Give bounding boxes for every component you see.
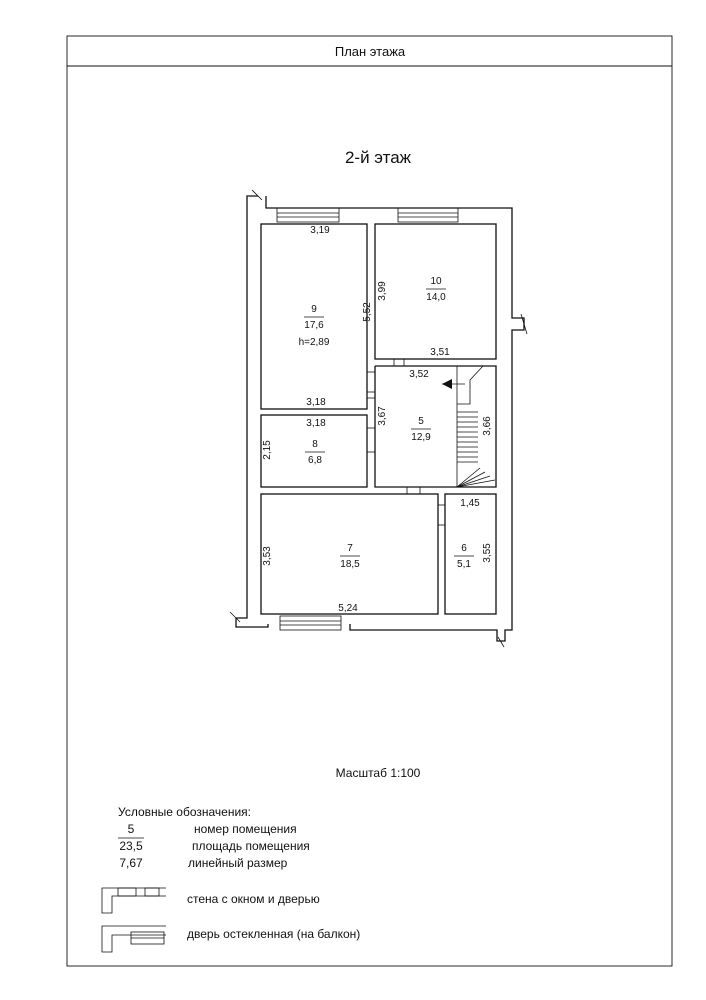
legend-sample-number: 5	[128, 822, 135, 836]
room-6-dim-top: 1,45	[460, 498, 480, 509]
stair-winder	[456, 475, 491, 488]
room-8-dim-top: 3,18	[306, 418, 326, 429]
room-8-area: 6,8	[308, 455, 322, 466]
windows	[276, 207, 459, 631]
room-10-dim-bottom: 3,51	[430, 347, 450, 358]
room-7-number: 7	[347, 543, 353, 554]
room-7-dim-side: 3,53	[262, 546, 273, 566]
room-6-number: 6	[461, 543, 467, 554]
legend-text-wall-window-door: стена с окном и дверью	[187, 892, 320, 906]
legend-sample-area: 23,5	[119, 839, 143, 853]
room-9-dim-bottom: 3,18	[306, 397, 326, 408]
room-7-area: 18,5	[340, 559, 360, 570]
room-labels: 9 17,6 h=2,89 3,19 5,52 3,18 10 14,0 3,9…	[262, 225, 493, 614]
legend-symbol-wall-window-door	[101, 887, 166, 914]
room-8-dim-side: 2,15	[262, 440, 273, 460]
stair-arrow-head	[442, 379, 452, 389]
legend-sample-dimension: 7,67	[119, 856, 143, 870]
room-7-dim-bottom: 5,24	[338, 603, 358, 614]
staircase	[442, 365, 496, 488]
room-5-area: 12,9	[411, 432, 431, 443]
room-5-number: 5	[418, 416, 424, 427]
sheet-frame	[66, 35, 673, 967]
window-room-10	[397, 207, 459, 223]
room-5-dim-right: 3,66	[482, 416, 493, 436]
room-5-dim-left: 3,67	[377, 406, 388, 426]
room-9-area: 17,6	[304, 320, 324, 331]
room-8-number: 8	[312, 439, 318, 450]
room-6-dim-side: 3,55	[482, 543, 493, 563]
doors	[367, 359, 445, 526]
room-10-dim-side: 3,99	[377, 281, 388, 301]
room-6	[444, 493, 497, 615]
window-room-7	[279, 615, 342, 631]
window-room-9	[276, 207, 340, 223]
floor-label: 2-й этаж	[345, 148, 412, 167]
room-8	[260, 414, 368, 488]
room-9	[260, 223, 368, 410]
stair-winder	[456, 467, 481, 488]
legend-text-glazed-door: дверь остекленная (на балкон)	[187, 927, 360, 941]
room-10	[374, 223, 497, 360]
stair-winder	[456, 479, 496, 488]
room-5-dim-top: 3,52	[409, 369, 429, 380]
legend-text-dimension: линейный размер	[188, 856, 288, 870]
rooms	[260, 223, 497, 615]
room-9-dim-side: 5,52	[362, 302, 373, 322]
legend: Условные обозначения: 5 номер помещения …	[101, 805, 360, 953]
room-9-height: h=2,89	[299, 337, 330, 348]
legend-symbol-glazed-door	[101, 925, 166, 953]
room-10-area: 14,0	[426, 292, 446, 303]
exterior-walls	[229, 189, 528, 648]
sheet-title: План этажа	[335, 44, 406, 59]
room-7	[260, 493, 439, 615]
legend-text-number: номер помещения	[194, 822, 297, 836]
room-6-area: 5,1	[457, 559, 471, 570]
room-9-number: 9	[311, 304, 317, 315]
room-9-dim-top: 3,19	[310, 225, 330, 236]
stair-winder	[456, 471, 486, 488]
scale-label: Масштаб 1:100	[336, 766, 421, 780]
room-5	[374, 365, 497, 488]
legend-title: Условные обозначения:	[118, 805, 251, 819]
legend-text-area: площадь помещения	[192, 839, 310, 853]
room-10-number: 10	[430, 276, 442, 287]
